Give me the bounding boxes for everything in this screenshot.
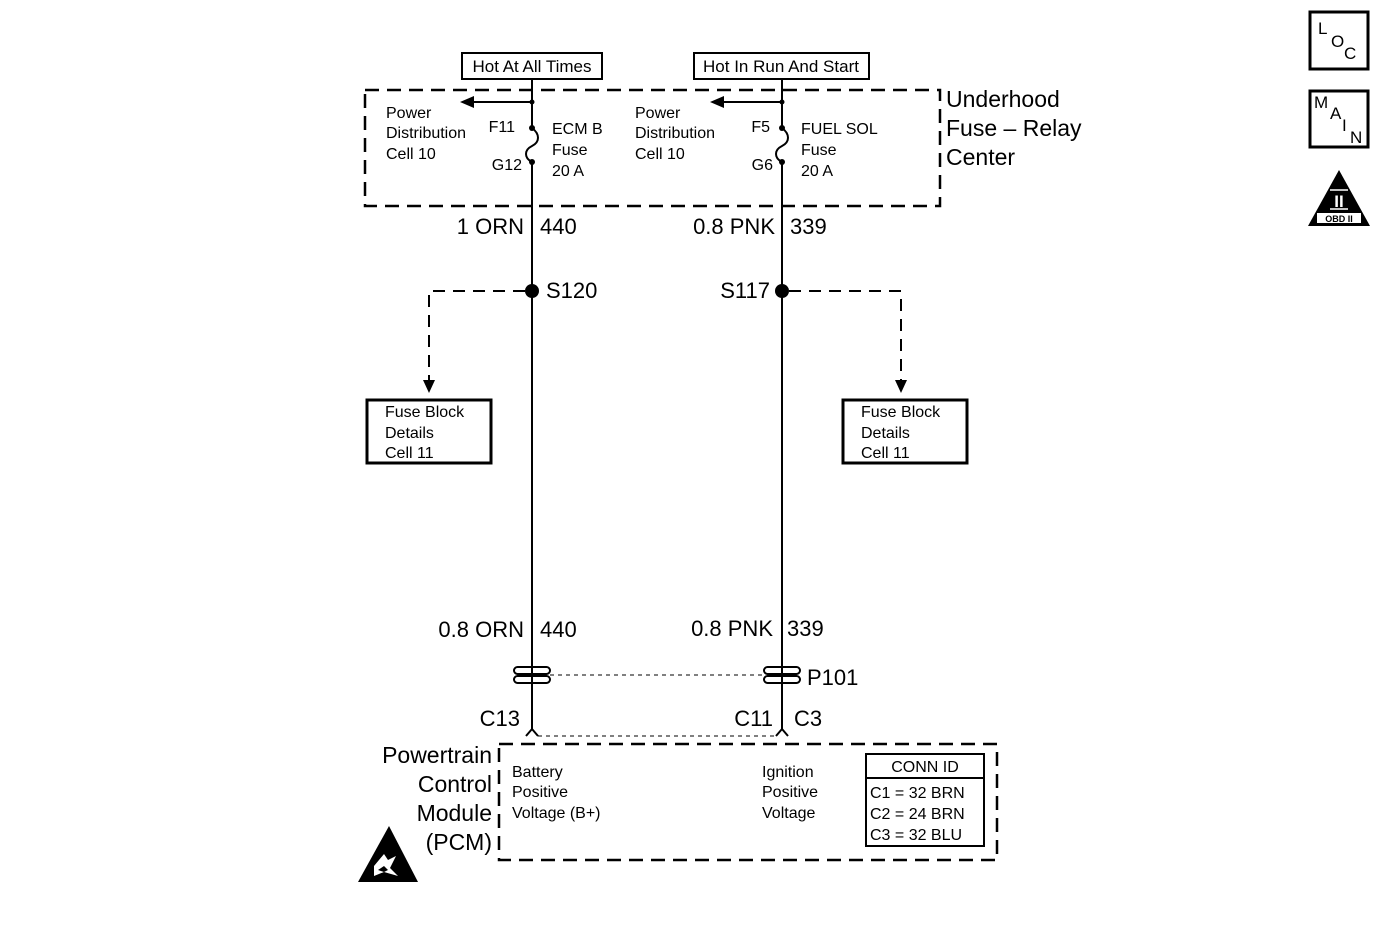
left-fuse-line3: 20 A (552, 163, 584, 180)
fuse-fuel-sol-icon (775, 127, 789, 163)
underhood-fuse-relay-center: Underhood Fuse – Relay Center (363, 86, 1082, 208)
conn-id-title: CONN ID (891, 759, 959, 776)
arrow-down-icon (423, 380, 435, 393)
main-button[interactable]: M A I N (1308, 89, 1370, 149)
fuse-block-details-left[interactable]: Fuse Block Details Cell 11 (365, 398, 493, 465)
pcm-right-func-3: Voltage (762, 805, 815, 822)
connector-p101: P101 (513, 662, 858, 690)
fbd-right-line3: Cell 11 (861, 445, 910, 462)
source-hot-in-run-and-start: Hot In Run And Start (693, 52, 870, 80)
fuse-center-label-1: Underhood (946, 86, 1060, 112)
obd-ii-triangle-icon[interactable]: II OBD II (1308, 170, 1370, 226)
loc-letter-l: L (1318, 19, 1327, 38)
wire-label-right-lower-circuit: 339 (787, 616, 824, 641)
obd-label: OBD II (1325, 214, 1353, 224)
loc-letter-c: C (1344, 44, 1356, 63)
right-fuse-line3: 20 A (801, 163, 833, 180)
conn-id-row: C1 = 32 BRN (870, 785, 965, 802)
left-fuse-line2: Fuse (552, 142, 588, 159)
pcm-left-func-2: Positive (512, 784, 568, 801)
fbd-left-line2: Details (385, 425, 434, 442)
conn-id-table: CONN ID C1 = 32 BRN C2 = 24 BRN C3 = 32 … (865, 753, 985, 847)
wire-label-right-upper-color: 0.8 PNK (693, 214, 775, 239)
wire-label-left-upper-circuit: 440 (540, 214, 577, 239)
source-hot-in-run-label: Hot In Run And Start (703, 57, 859, 76)
source-hot-at-all-times: Hot At All Times (461, 52, 603, 80)
arrow-down-icon (895, 380, 907, 393)
left-pdc-line1: Power (386, 105, 432, 122)
fbd-right-line1: Fuse Block (861, 404, 941, 421)
terminal-g12: G12 (492, 157, 522, 174)
pcm-label-4: (PCM) (426, 829, 492, 855)
right-pdc-line3: Cell 10 (635, 146, 685, 163)
terminal-f11: F11 (489, 119, 515, 136)
pcm-module: Powertrain Control Module (PCM) Battery … (382, 742, 999, 862)
right-fuse-section: Power Distribution Cell 10 F5 G6 FUEL SO… (635, 79, 878, 180)
source-hot-at-all-times-label: Hot At All Times (472, 57, 591, 76)
terminal-f5: F5 (751, 119, 770, 136)
fbd-left-line3: Cell 11 (385, 445, 434, 462)
left-pdc-line2: Distribution (386, 125, 466, 142)
pcm-right-func-2: Positive (762, 784, 818, 801)
wire-label-left-lower-circuit: 440 (540, 617, 577, 642)
arrow-left-icon (460, 96, 474, 108)
wire-label-right-lower-color: 0.8 PNK (691, 616, 773, 641)
pin-c3-label: C3 (794, 706, 822, 731)
splice-s120-label: S120 (546, 278, 597, 303)
splice-s120: S120 (423, 278, 597, 393)
pcm-left-func-3: Voltage (B+) (512, 805, 601, 822)
wire-label-left-upper-color: 1 ORN (457, 214, 524, 239)
splice-s117: S117 (720, 278, 907, 393)
loc-letter-o: O (1331, 32, 1344, 51)
obd-numeral: II (1334, 192, 1343, 211)
conn-id-row: C3 = 32 BLU (870, 827, 962, 844)
pin-chevron-icon (775, 727, 789, 737)
main-letter-a: A (1330, 104, 1342, 123)
wire-label-left-lower-color: 0.8 ORN (438, 617, 524, 642)
pcm-left-func-1: Battery (512, 764, 563, 781)
left-fuse-section: Power Distribution Cell 10 F11 G12 ECM B… (386, 79, 603, 180)
fbd-right-line2: Details (861, 425, 910, 442)
main-letter-m: M (1314, 93, 1328, 112)
pcm-right-func-1: Ignition (762, 764, 814, 781)
pcm-label-3: Module (417, 800, 492, 826)
connector-p101-label: P101 (807, 665, 858, 690)
main-letter-i: I (1342, 116, 1347, 135)
loc-button[interactable]: L O C (1308, 10, 1370, 71)
arrow-left-icon (710, 96, 724, 108)
esd-warning-icon (358, 826, 418, 882)
right-fuse-line1: FUEL SOL (801, 121, 878, 138)
pcm-label-2: Control (418, 771, 492, 797)
conn-id-row: C2 = 24 BRN (870, 806, 965, 823)
fuse-ecm-b-icon (525, 127, 539, 163)
pin-c11-label: C11 (734, 706, 773, 731)
splice-s117-label: S117 (720, 278, 770, 303)
pcm-label-1: Powertrain (382, 742, 492, 768)
pin-chevron-icon (525, 727, 539, 737)
left-fuse-line1: ECM B (552, 121, 603, 138)
wire-label-right-upper-circuit: 339 (790, 214, 827, 239)
fbd-left-line1: Fuse Block (385, 404, 465, 421)
fuse-center-label-3: Center (946, 144, 1015, 170)
main-letter-n: N (1350, 128, 1362, 147)
right-pdc-line2: Distribution (635, 125, 715, 142)
terminal-g6: G6 (752, 157, 773, 174)
left-pdc-line3: Cell 10 (386, 146, 436, 163)
right-pdc-line1: Power (635, 105, 681, 122)
fuse-block-details-right[interactable]: Fuse Block Details Cell 11 (841, 398, 969, 465)
right-fuse-line2: Fuse (801, 142, 837, 159)
fuse-center-label-2: Fuse – Relay (946, 115, 1082, 141)
pin-c13-label: C13 (480, 706, 520, 731)
